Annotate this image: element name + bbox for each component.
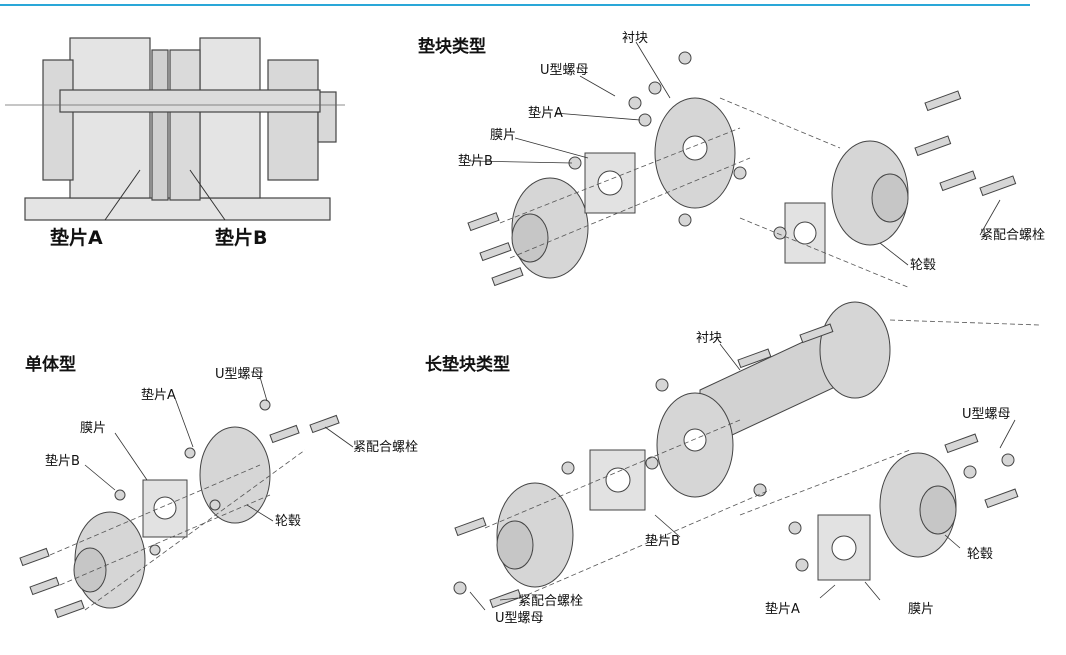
single-right-hub bbox=[199, 426, 271, 524]
spacer-label-bushing: 衬块 bbox=[622, 31, 648, 46]
cross-section-diagram: 垫片A 垫片B bbox=[5, 37, 345, 249]
left-hub-boss bbox=[511, 213, 549, 263]
spacer-label-washer-b: 垫片B bbox=[458, 153, 493, 169]
long-label-reamer-bolt: 紧配合螺栓 bbox=[518, 594, 583, 609]
long-label-u-nut-right: U型螺母 bbox=[962, 407, 1011, 422]
single-left-hub-boss bbox=[73, 547, 107, 593]
film-disc bbox=[151, 49, 169, 201]
single-label-film: 膜片 bbox=[80, 421, 106, 436]
single-label-washer-a: 垫片A bbox=[141, 387, 176, 403]
bolt-shaft bbox=[59, 89, 321, 113]
section-label-washer-a: 垫片A bbox=[50, 226, 103, 249]
spacer-right-film-hole bbox=[793, 221, 817, 245]
section-label-washer-b: 垫片B bbox=[215, 226, 267, 249]
single-label-u-nut: U型螺母 bbox=[215, 367, 264, 382]
spacer-label-hub: 轮毂 bbox=[910, 258, 936, 273]
single-label-reamer-bolt: 紧配合螺栓 bbox=[353, 440, 418, 455]
spacer-bushing-hole bbox=[682, 135, 708, 161]
single-label-hub: 轮毂 bbox=[275, 514, 301, 529]
title-single-type: 单体型 bbox=[25, 355, 76, 375]
long-label-washer-b: 垫片B bbox=[645, 533, 680, 549]
hex-nut-left bbox=[42, 59, 74, 181]
right-collar bbox=[169, 49, 201, 201]
left-flange bbox=[69, 37, 151, 199]
single-type-diagram: U型螺母 垫片A 膜片 垫片B 紧配合螺栓 轮毂 bbox=[19, 367, 418, 619]
long-label-film: 膜片 bbox=[908, 602, 934, 617]
long-label-bushing: 衬块 bbox=[696, 331, 722, 346]
title-long-spacer-type: 长垫块类型 bbox=[425, 355, 510, 375]
spacer-label-reamer-bolt: 紧配合螺栓 bbox=[980, 228, 1045, 243]
long-left-hub-boss bbox=[496, 520, 534, 570]
spacer-label-washer-a: 垫片A bbox=[528, 105, 563, 121]
right-flange bbox=[199, 37, 261, 199]
long-bushing-far-flange bbox=[819, 301, 891, 399]
long-right-hub-boss bbox=[919, 485, 957, 535]
single-film-hole bbox=[153, 496, 177, 520]
hex-nut-right bbox=[267, 59, 319, 181]
spacer-label-film: 膜片 bbox=[490, 128, 516, 143]
base-plate bbox=[24, 197, 331, 221]
long-label-washer-a: 垫片A bbox=[765, 601, 800, 617]
long-label-hub: 轮毂 bbox=[967, 547, 993, 562]
right-hub-boss bbox=[871, 173, 909, 223]
bolt-end bbox=[317, 91, 337, 143]
spacer-label-u-nut: U型螺母 bbox=[540, 63, 589, 78]
single-label-washer-b: 垫片B bbox=[45, 453, 80, 469]
spacer-type-diagram: 衬块 U型螺母 垫片A 膜片 垫片B 紧配合螺栓 轮毂 bbox=[458, 31, 1045, 289]
long-spacer-type-diagram: 衬块 U型螺母 垫片B 轮毂 紧配合螺栓 U型螺母 垫片A 膜片 bbox=[453, 301, 1041, 626]
long-label-u-nut-bottom: U型螺母 bbox=[495, 611, 544, 626]
header-accent-line bbox=[0, 4, 1030, 6]
title-spacer-type: 垫块类型 bbox=[418, 37, 486, 57]
spacer-film-hole bbox=[597, 170, 623, 196]
